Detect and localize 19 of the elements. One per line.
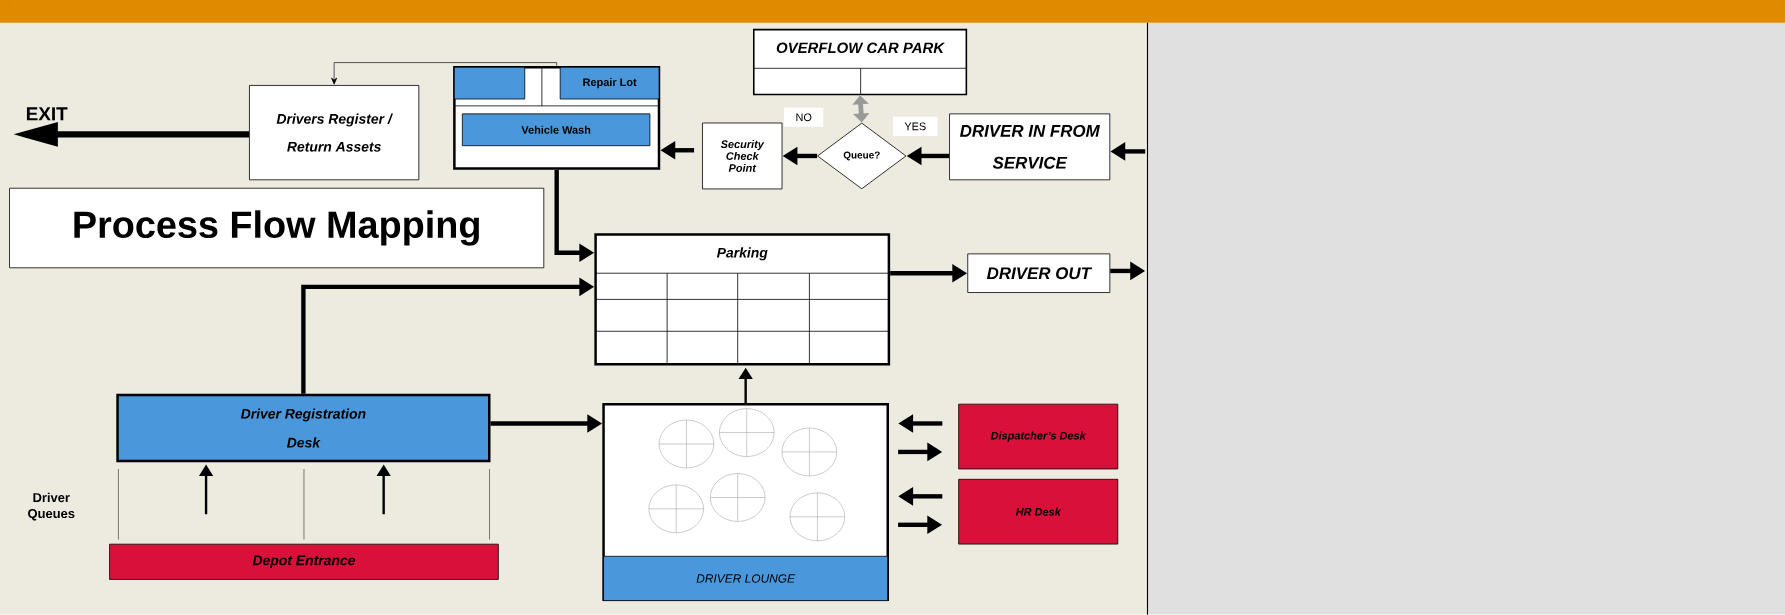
exit-label: EXIT [26, 107, 68, 121]
parking-grid: Parking [594, 233, 891, 366]
process-box: Drivers Register / Return Assets [249, 85, 420, 181]
side-label: Driver Queues [28, 492, 75, 521]
lounge-box: DRIVER LOUNGE [602, 403, 889, 602]
desk-box: Driver Registration Desk [116, 393, 491, 463]
bay-box [453, 66, 526, 100]
desk-box: HR Desk [958, 479, 1119, 545]
process-box: DRIVER IN FROM SERVICE [949, 113, 1111, 181]
process-box: DRIVER OUT [967, 253, 1111, 294]
title-box: Process Flow Mapping [9, 187, 545, 269]
entrance-bar: Depot Entrance [109, 543, 499, 580]
arrow [331, 62, 557, 85]
car-park-box: OVERFLOW CAR PARK [752, 29, 968, 96]
arrow [852, 95, 870, 123]
desk-box: Dispatcher’s Desk [958, 403, 1119, 470]
bay-box: Repair Lot [559, 66, 660, 100]
process-box: Security Check Point [702, 122, 783, 190]
bay-box: Vehicle Wash [461, 113, 651, 147]
